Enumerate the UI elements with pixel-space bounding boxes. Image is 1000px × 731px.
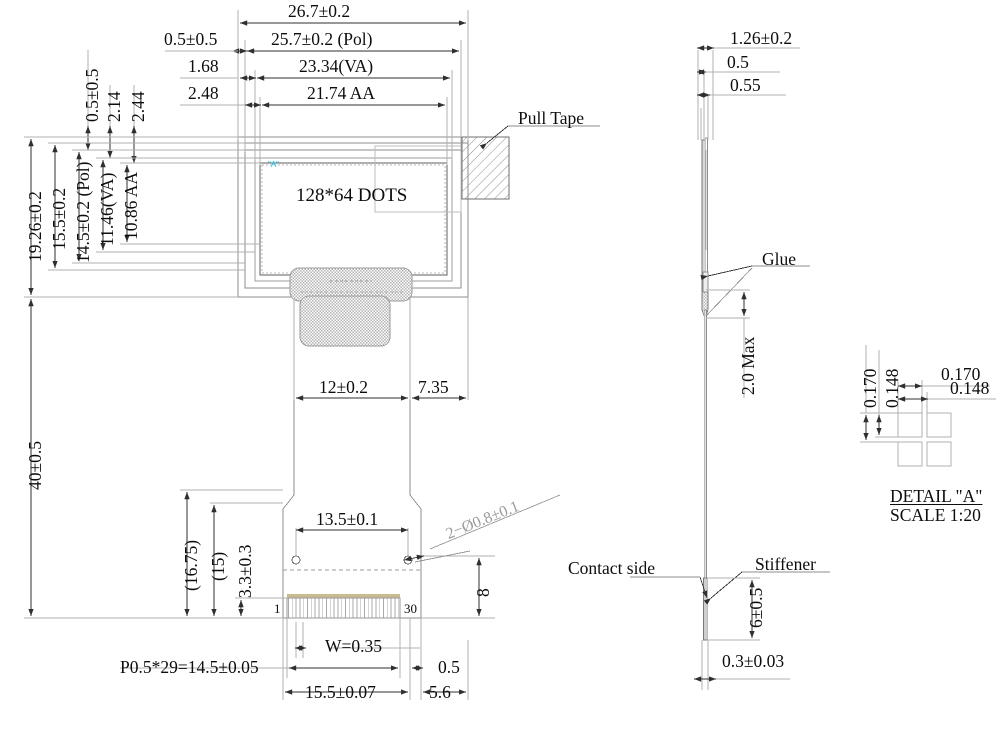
- dim-thk-055: 0.55: [730, 75, 761, 95]
- dim-pitch-note: P0.5*29=14.5±0.05: [120, 657, 259, 677]
- detail-a-title: DETAIL "A": [890, 486, 983, 506]
- dim-top-offset-214: 2.14: [104, 91, 124, 122]
- dim-bend-max: 2.0 Max: [738, 336, 758, 395]
- dim-fpc-left-width: 12±0.2: [319, 377, 368, 397]
- dim-aa-width: 21.74 AA: [307, 83, 376, 103]
- dim-stiffener-len: 6±0.5: [746, 587, 766, 628]
- dim-tail-height-8: 8: [473, 588, 493, 597]
- dim-thk-05: 0.5: [727, 52, 749, 72]
- dim-va-height: 11.46(VA): [97, 172, 117, 246]
- dim-total-thickness: 1.26±0.2: [730, 28, 793, 48]
- dim-pol-width: 25.7±0.2 (Pol): [271, 29, 373, 49]
- dim-va-width: 23.34(VA): [299, 56, 374, 76]
- dim-pixel-pitch-h: 0.170: [941, 364, 981, 384]
- dim-outline-width: 26.7±0.2: [288, 1, 351, 21]
- dim-pixel-size-h: 0.148: [950, 378, 990, 398]
- detail-a-marker: "A": [268, 160, 280, 169]
- dim-pad-zone-width: 13.5±0.1: [316, 509, 379, 529]
- dim-offset-168: 1.68: [188, 56, 219, 76]
- dim-pixel-size-v: 0.148: [882, 368, 902, 408]
- pin-number-first: 1: [274, 601, 281, 616]
- callout-contact-side: Contact side: [568, 558, 655, 578]
- callout-stiffener: Stiffener: [755, 554, 816, 574]
- dim-fpc-right-offset: 7.35: [418, 377, 449, 397]
- dim-stack-33: 3.3±0.3: [235, 544, 255, 598]
- dim-pixel-pitch-v: 0.170: [860, 368, 880, 408]
- dim-fpc-right-56: 5.6: [429, 682, 451, 702]
- dim-top-offset-05: 0.5±0.5: [82, 68, 102, 122]
- dim-pad-width: W=0.35: [325, 636, 383, 656]
- dim-fpc-thickness: 0.3±0.03: [722, 651, 785, 671]
- dim-fpc-width-total: 15.5±0.07: [305, 682, 376, 702]
- dim-stack-1675: (16.75): [181, 539, 201, 591]
- dim-aa-height: 10.86 AA: [121, 171, 141, 240]
- dim-offset-248: 2.48: [188, 83, 219, 103]
- callout-glue: Glue: [762, 249, 797, 269]
- dim-glass-height: 15.5±0.2: [49, 187, 69, 250]
- dim-pol-height: 14.5±0.2 (Pol): [73, 161, 93, 263]
- dim-stack-15: (15): [208, 551, 228, 581]
- detail-a-scale: SCALE 1:20: [890, 505, 981, 525]
- pin-number-last: 30: [404, 601, 417, 616]
- display-dots-label: 128*64 DOTS: [296, 185, 408, 206]
- dim-offset-05: 0.5±0.5: [164, 29, 218, 49]
- dim-top-offset-244: 2.44: [128, 91, 148, 122]
- callout-pull-tape: Pull Tape: [518, 108, 585, 128]
- dim-total-length: 40±0.5: [25, 441, 45, 490]
- dim-outline-height: 19.26±0.2: [25, 191, 45, 262]
- dim-edge-05: 0.5: [438, 657, 460, 677]
